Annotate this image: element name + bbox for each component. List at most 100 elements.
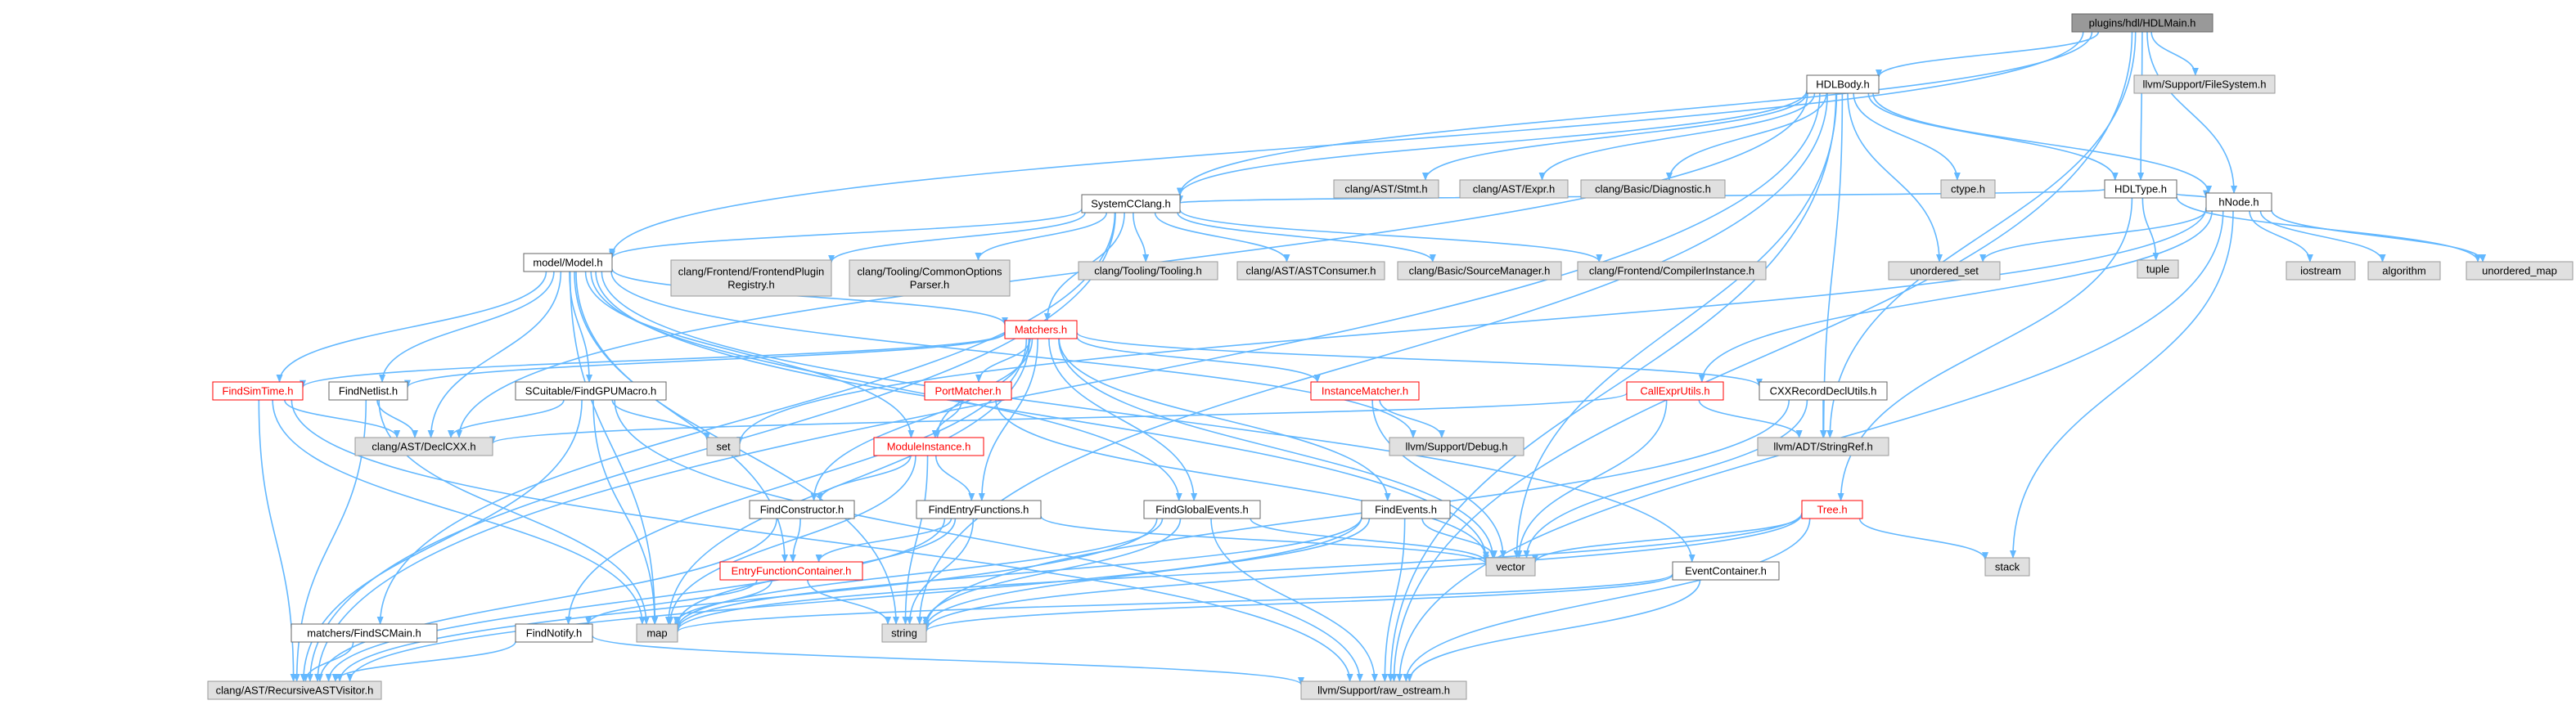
node-scuitable-findgpumacro-h[interactable]: SCuitable/FindGPUMacro.h — [515, 381, 667, 401]
node-label: clang/Basic/Diagnostic.h — [1595, 183, 1711, 195]
node-box — [2205, 192, 2272, 212]
edge-n15-to-n32 — [584, 271, 915, 438]
node-label: CXXRecordDeclUtils.h — [1770, 385, 1877, 397]
node-callexprutils-h[interactable]: CallExprUtils.h — [1626, 381, 1724, 401]
edge-n45-to-n48 — [331, 641, 516, 682]
edge-n22-to-n41 — [1057, 338, 1497, 559]
edge-n22-to-n24 — [404, 332, 1006, 388]
node-hdlbody-h[interactable]: HDLBody.h — [1806, 74, 1880, 94]
node-matchers-h[interactable]: Matchers.h — [1004, 320, 1078, 339]
edge-n43-to-n47 — [923, 574, 1673, 632]
edge-n39-to-n40 — [1858, 518, 1988, 561]
edge-n10-to-n18 — [1133, 212, 1150, 263]
node-entryfunctioncontainer-h[interactable]: EntryFunctionContainer.h — [719, 561, 863, 581]
node-box — [2071, 13, 2213, 33]
node-label: algorithm — [2382, 265, 2425, 277]
edge-n15-to-n33 — [610, 271, 1416, 438]
node-label: Registry.h — [727, 279, 775, 291]
node-systemcclang-h[interactable]: SystemCClang.h — [1081, 194, 1181, 213]
node-findconstructor-h[interactable]: FindConstructor.h — [749, 500, 855, 519]
node-box — [916, 500, 1042, 519]
edge-n37-to-n47 — [922, 518, 1182, 625]
edge-n9-to-n31 — [736, 207, 2207, 445]
edge-n37-to-n46 — [674, 518, 1164, 630]
node-findsimtime-h[interactable]: FindSimTime.h — [212, 381, 304, 401]
node-moduleinstance-h[interactable]: ModuleInstance.h — [873, 437, 984, 456]
edge-n32-to-n35 — [817, 455, 912, 501]
node-label: clang/AST/DeclCXX.h — [372, 441, 475, 453]
node-label: clang/AST/RecursiveASTVisitor.h — [216, 685, 374, 697]
node-label: stack — [1995, 561, 2020, 573]
node-box — [1759, 381, 1888, 401]
node-box — [706, 437, 741, 456]
edge-n1-to-n6 — [1853, 92, 1961, 181]
node-portmatcher-h[interactable]: PortMatcher.h — [924, 381, 1012, 401]
node-box — [1397, 261, 1562, 281]
node-findglobalevents-h[interactable]: FindGlobalEvents.h — [1143, 500, 1261, 519]
node-findnotify-h[interactable]: FindNotify.h — [515, 623, 593, 643]
edge-n15-to-n23 — [276, 271, 547, 383]
node-box — [1577, 261, 1767, 281]
node-box — [1801, 500, 1863, 519]
edge-n29-to-n47 — [923, 399, 1790, 628]
node-plugins-hdl-hdlmain-h[interactable]: plugins/hdl/HDLMain.h — [2071, 13, 2213, 33]
edge-n23-to-n30 — [284, 399, 401, 438]
edge-n35-to-n48 — [316, 518, 777, 682]
node-box — [1310, 381, 1420, 401]
edge-n10-to-n17 — [975, 212, 1108, 261]
edge-n23-to-n48 — [258, 399, 297, 682]
node-findnetlist-h[interactable]: FindNetlist.h — [328, 381, 408, 401]
node-box — [670, 259, 832, 297]
edge-n32-to-n36 — [934, 455, 975, 501]
node-unordered-set: unordered_set — [1888, 261, 2001, 281]
node-tree-h[interactable]: Tree.h — [1801, 500, 1863, 519]
node-cxxrecorddeclutils-h[interactable]: CXXRecordDeclUtils.h — [1759, 381, 1888, 401]
edge-n22-to-n23 — [299, 331, 1006, 388]
node-box — [1078, 261, 1218, 281]
node-label: clang/AST/Stmt.h — [1344, 183, 1427, 195]
edge-n0-to-n7 — [2137, 31, 2145, 181]
node-clang-ast-astconsumer-h: clang/AST/ASTConsumer.h — [1236, 261, 1385, 281]
node-clang-frontend-compilerinstance-h: clang/Frontend/CompilerInstance.h — [1577, 261, 1767, 281]
node-label: iostream — [2300, 265, 2341, 277]
node-label: matchers/FindSCMain.h — [307, 627, 421, 640]
node-box — [1485, 557, 1536, 577]
edge-n10-to-n44 — [376, 212, 1116, 625]
node-label: llvm/Support/raw_ostream.h — [1317, 685, 1450, 697]
node-hnode-h[interactable]: hNode.h — [2205, 192, 2272, 212]
node-box — [1333, 179, 1439, 199]
edge-n29-to-n41 — [1523, 399, 1808, 559]
edge-n10-to-n19 — [1154, 212, 1290, 263]
node-label: HDLBody.h — [1816, 79, 1870, 91]
node-instancematcher-h[interactable]: InstanceMatcher.h — [1310, 381, 1420, 401]
node-label: llvm/ADT/StringRef.h — [1773, 441, 1872, 453]
node-box — [2133, 74, 2276, 94]
node-model-model-h[interactable]: model/Model.h — [523, 253, 613, 272]
edge-n42-to-n46 — [673, 579, 773, 625]
node-findevents-h[interactable]: FindEvents.h — [1361, 500, 1451, 519]
node-label: tuple — [2146, 263, 2169, 276]
node-matchers-findscmain-h[interactable]: matchers/FindSCMain.h — [290, 623, 438, 643]
edge-n36-to-n41 — [1040, 515, 1489, 565]
node-label: FindEntryFunctions.h — [929, 504, 1029, 516]
node-hdltype-h[interactable]: HDLType.h — [2104, 179, 2177, 199]
node-label: EventContainer.h — [1685, 565, 1767, 577]
node-box — [354, 437, 493, 456]
node-box — [515, 381, 667, 401]
node-label: model/Model.h — [533, 257, 602, 269]
edge-n9-to-n14 — [2271, 209, 2487, 263]
edge-n36-to-n48 — [325, 518, 946, 682]
node-box — [2466, 261, 2574, 281]
edge-n0-to-n9 — [2146, 31, 2238, 194]
node-eventcontainer-h[interactable]: EventContainer.h — [1672, 561, 1780, 581]
node-box — [1236, 261, 1385, 281]
edge-n1-to-n41 — [1513, 92, 1838, 559]
node-box — [636, 623, 678, 643]
node-label: unordered_map — [2482, 265, 2557, 277]
edge-n15-to-n22 — [611, 268, 1008, 326]
node-label: ModuleInstance.h — [887, 441, 971, 453]
node-findentryfunctions-h[interactable]: FindEntryFunctions.h — [916, 500, 1042, 519]
edge-n0-to-n1 — [1876, 31, 2100, 78]
